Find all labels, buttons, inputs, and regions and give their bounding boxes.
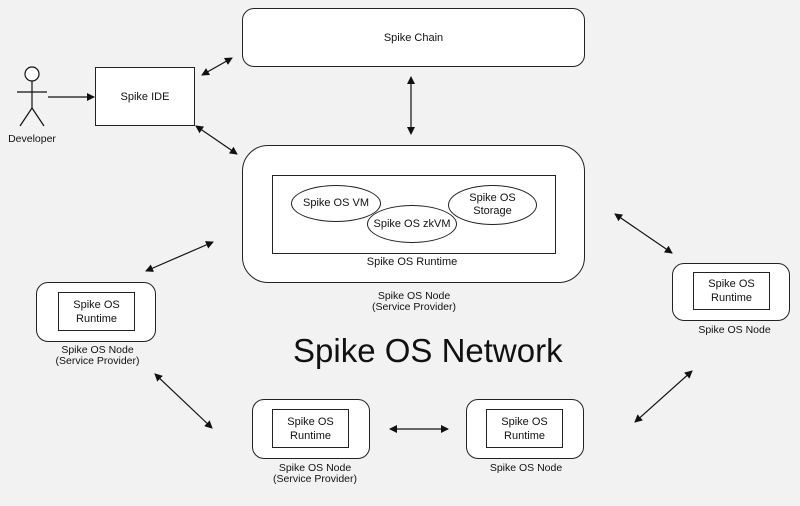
bottom-left-runtime-box: Spike OS Runtime (272, 409, 349, 448)
bottom-right-runtime-label: Spike OS Runtime (501, 415, 548, 442)
spike-chain-label: Spike Chain (383, 31, 444, 44)
spike-ide-label: Spike IDE (120, 90, 170, 103)
storage-ellipse: Spike OS Storage (448, 185, 537, 225)
arrow-ide-main-node (195, 125, 238, 155)
arrow-bottom-right-node-right-node (634, 370, 693, 423)
network-title: Spike OS Network (293, 332, 563, 369)
right-runtime-box: Spike OS Runtime (693, 272, 770, 310)
main-runtime-label: Spike OS Runtime (366, 256, 458, 268)
storage-label: Spike OS Storage (469, 192, 516, 217)
spike-chain-box: Spike Chain (242, 8, 585, 67)
arrow-main-node-right-node (614, 213, 673, 254)
zkvm-label: Spike OS zkVM (373, 217, 451, 230)
bottom-left-runtime-label: Spike OS Runtime (287, 415, 334, 442)
left-node-caption: Spike OS Node (Service Provider) (55, 344, 140, 367)
vm-ellipse: Spike OS VM (291, 185, 381, 222)
arrow-left-node-bottom-left-node (154, 373, 213, 429)
main-node-caption: Spike OS Node (Service Provider) (371, 290, 457, 313)
arrow-main-node-left-node (145, 241, 214, 272)
left-runtime-box: Spike OS Runtime (58, 292, 135, 331)
vm-label: Spike OS VM (302, 197, 370, 209)
right-node-caption: Spike OS Node (698, 324, 771, 336)
bottom-left-node-caption: Spike OS Node (Service Provider) (272, 462, 358, 485)
bottom-right-runtime-box: Spike OS Runtime (486, 409, 563, 448)
bottom-right-node-caption: Spike OS Node (489, 462, 563, 474)
developer-label: Developer (8, 133, 56, 145)
spike-ide-box: Spike IDE (95, 67, 195, 126)
left-runtime-label: Spike OS Runtime (73, 298, 120, 325)
developer-actor-icon (17, 66, 47, 127)
zkvm-ellipse: Spike OS zkVM (367, 205, 457, 243)
arrow-ide-chain (201, 57, 233, 76)
right-runtime-label: Spike OS Runtime (708, 278, 755, 304)
